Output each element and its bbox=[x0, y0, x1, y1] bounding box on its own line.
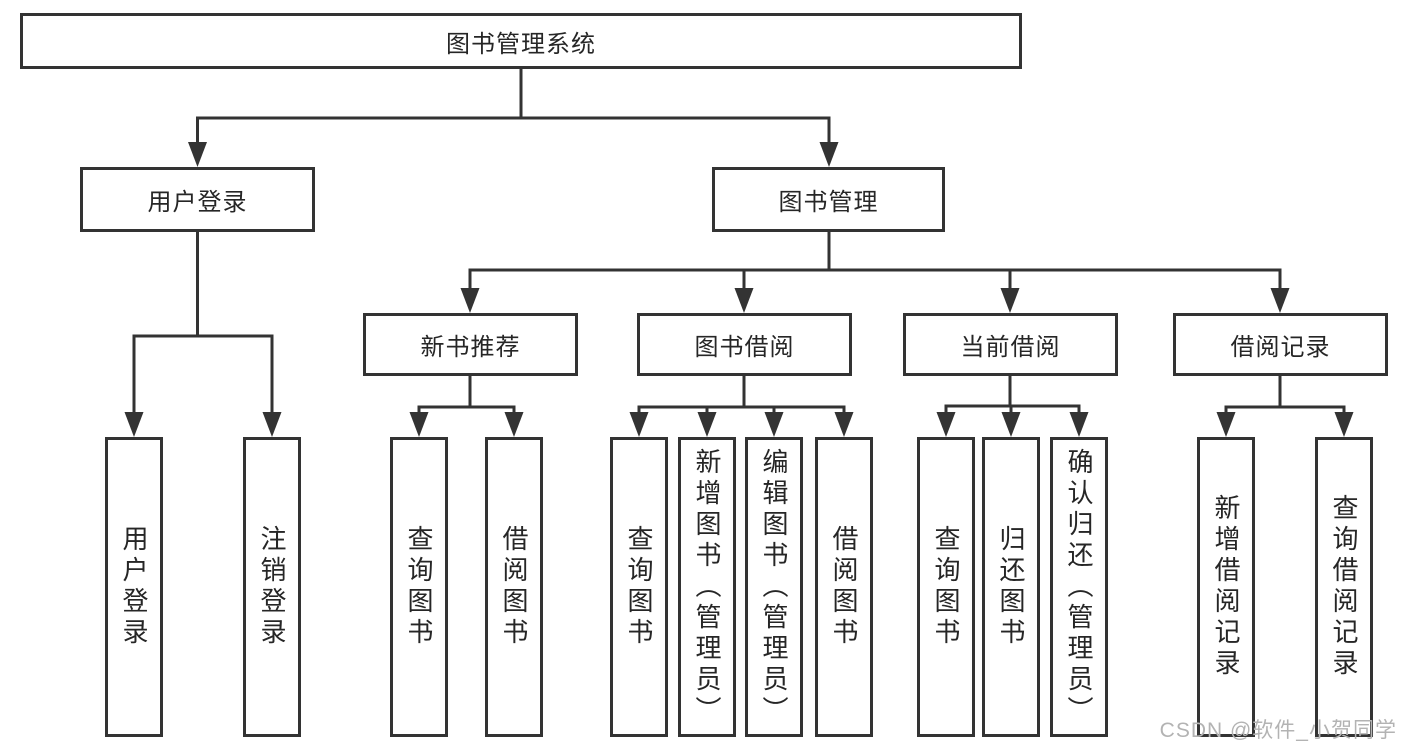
leaf-nbr-borrow-book: 借阅图书 bbox=[485, 437, 543, 737]
node-borrow-records: 借阅记录 bbox=[1173, 313, 1388, 376]
csdn-watermark: CSDN @软件_小贺同学 bbox=[1159, 719, 1397, 742]
leaf-cb-query-book-label: 查询图书 bbox=[931, 525, 961, 649]
node-user-login: 用户登录 bbox=[80, 167, 315, 232]
node-root: 图书管理系统 bbox=[20, 13, 1022, 69]
node-book-borrow-label: 图书借阅 bbox=[694, 334, 795, 361]
leaf-nbr-query-book: 查询图书 bbox=[390, 437, 448, 737]
leaf-br-add-record-label: 新增借阅记录 bbox=[1211, 494, 1241, 680]
leaf-cb-return-book: 归还图书 bbox=[982, 437, 1040, 737]
leaf-logout: 注销登录 bbox=[243, 437, 301, 737]
node-book-management: 图书管理 bbox=[712, 167, 945, 232]
leaf-bb-edit-book: 编辑图书（管理员） bbox=[745, 437, 803, 737]
node-book-management-label: 图书管理 bbox=[778, 189, 879, 216]
node-borrow-records-label: 借阅记录 bbox=[1230, 334, 1331, 361]
leaf-cb-confirm-return-label: 确认归还（管理员） bbox=[1064, 447, 1094, 727]
node-book-borrow: 图书借阅 bbox=[637, 313, 852, 376]
leaf-bb-query-book-label: 查询图书 bbox=[624, 525, 654, 649]
leaf-bb-borrow-book: 借阅图书 bbox=[815, 437, 873, 737]
leaf-nbr-query-book-label: 查询图书 bbox=[404, 525, 434, 649]
leaf-bb-add-book-label: 新增图书（管理员） bbox=[692, 447, 722, 727]
leaf-bb-query-book: 查询图书 bbox=[610, 437, 668, 737]
leaf-cb-query-book: 查询图书 bbox=[917, 437, 975, 737]
node-root-label: 图书管理系统 bbox=[446, 30, 596, 58]
leaf-bb-borrow-book-label: 借阅图书 bbox=[829, 525, 859, 649]
leaf-cb-return-book-label: 归还图书 bbox=[996, 525, 1026, 649]
leaf-bb-add-book: 新增图书（管理员） bbox=[678, 437, 736, 737]
leaf-nbr-borrow-book-label: 借阅图书 bbox=[499, 525, 529, 649]
leaf-br-add-record: 新增借阅记录 bbox=[1197, 437, 1255, 737]
node-current-borrow: 当前借阅 bbox=[903, 313, 1118, 376]
node-new-book-recommend-label: 新书推荐 bbox=[420, 334, 521, 361]
leaf-logout-label: 注销登录 bbox=[257, 525, 287, 649]
leaf-br-query-record-label: 查询借阅记录 bbox=[1329, 494, 1359, 680]
arrow-down-icons bbox=[124, 142, 1354, 437]
leaf-user-login: 用户登录 bbox=[105, 437, 163, 737]
leaf-cb-confirm-return: 确认归还（管理员） bbox=[1050, 437, 1108, 737]
node-current-borrow-label: 当前借阅 bbox=[960, 334, 1061, 361]
leaf-bb-edit-book-label: 编辑图书（管理员） bbox=[759, 447, 789, 727]
node-user-login-label: 用户登录 bbox=[147, 189, 248, 216]
node-new-book-recommend: 新书推荐 bbox=[363, 313, 578, 376]
leaf-br-query-record: 查询借阅记录 bbox=[1315, 437, 1373, 737]
leaf-user-login-label: 用户登录 bbox=[119, 525, 149, 649]
